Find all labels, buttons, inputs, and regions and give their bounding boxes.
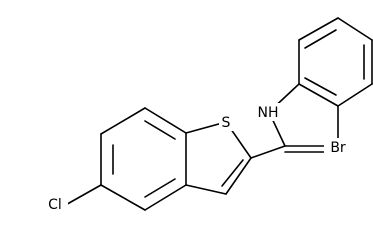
bond: [144, 178, 176, 198]
chlorine-label-bg: [44, 196, 68, 212]
sulfur-label: S: [222, 115, 231, 131]
bond: [337, 17, 373, 41]
chlorine-label: Cl: [48, 197, 62, 212]
sulfur-label-bg: [219, 113, 234, 131]
bond: [221, 159, 244, 187]
bond: [250, 145, 286, 159]
bond: [100, 184, 146, 211]
bond: [304, 29, 337, 49]
bond: [225, 157, 252, 195]
bond: [298, 83, 339, 107]
amide-n-label-bg: [254, 103, 282, 121]
bond: [100, 107, 146, 135]
bond: [144, 184, 187, 211]
bromine-label-bg: [324, 138, 352, 156]
bond: [298, 17, 339, 41]
bond: [304, 77, 337, 96]
bonds: [61, 17, 373, 211]
amide-n-label: NH: [258, 105, 279, 121]
chemical-structure: S NH Br O Cl: [44, 17, 373, 212]
bond: [144, 120, 176, 140]
bromine-label: Br: [330, 140, 346, 156]
bond: [337, 83, 373, 107]
atom-labels: S NH Br O Cl: [44, 103, 352, 212]
bond: [61, 184, 102, 208]
bond: [144, 107, 187, 134]
bond: [185, 184, 227, 195]
